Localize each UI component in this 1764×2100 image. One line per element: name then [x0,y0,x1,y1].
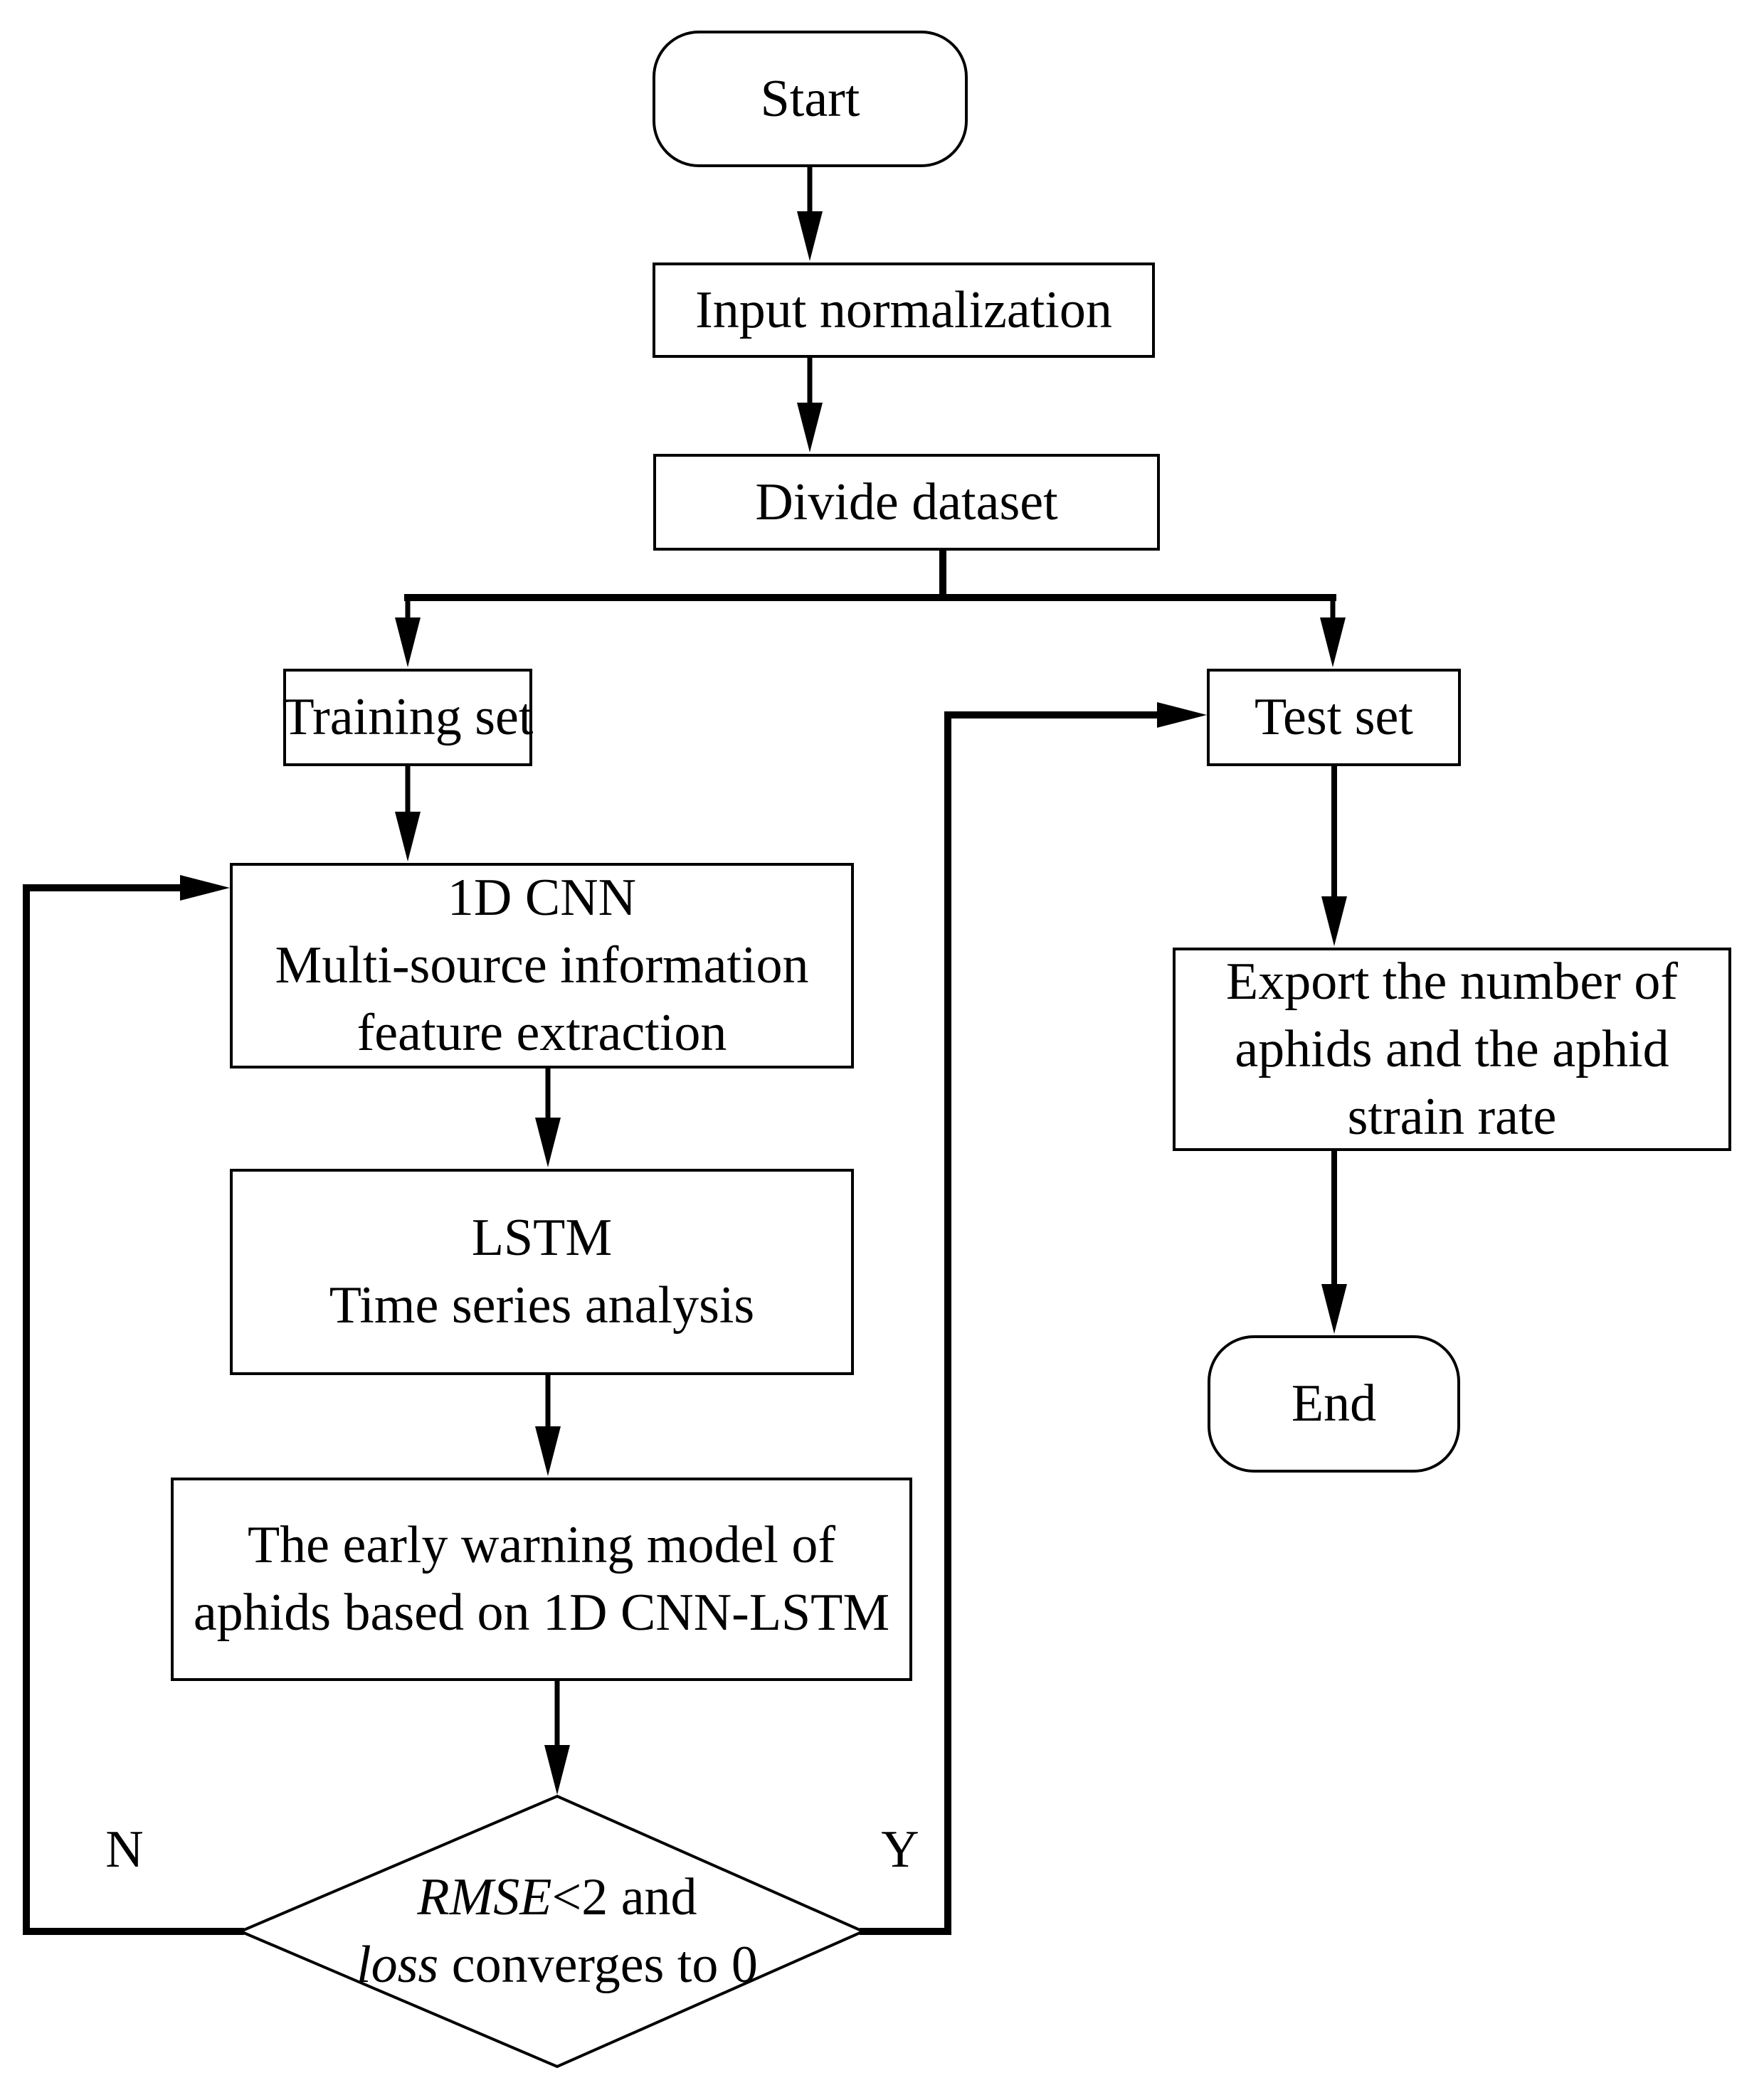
arrow-branch-to-training [395,598,421,667]
node-divide-dataset: Divide dataset [653,454,1160,551]
node-export-line-1: Export the number of [1226,952,1678,1011]
edge-label-n-text: N [105,1820,144,1879]
arrow-branch-to-test [1320,598,1346,667]
arrow-training-to-cnn [395,765,421,861]
node-lstm-label: LSTM Time series analysis [329,1204,754,1340]
node-divide-dataset-label: Divide dataset [755,472,1058,531]
node-1d-cnn-label: 1D CNN Multi-source information feature … [275,864,808,1067]
arrow-n-loop-to-cnn [23,875,244,1935]
decision-diamond-shape [236,1794,867,2069]
arrow-input-to-divide [797,356,823,452]
node-end: End [1208,1335,1460,1473]
node-1d-cnn-line-1: 1D CNN [447,869,637,927]
node-test-set: Test set [1207,669,1461,766]
node-end-label: End [1291,1374,1377,1433]
edge-label-y-text: Y [881,1820,919,1879]
edge-label-n: N [75,1814,174,1885]
node-export-results-label: Export the number of aphids and the aphi… [1226,948,1678,1151]
node-start: Start [653,31,968,167]
node-training-set-label: Training set [282,688,534,746]
arrow-warning-to-decision [544,1680,570,1795]
node-early-warning-line-1: The early warning model of [247,1516,836,1574]
node-lstm: LSTM Time series analysis [230,1169,854,1375]
node-early-warning-model-label: The early warning model of aphids based … [194,1512,889,1647]
node-export-results: Export the number of aphids and the aphi… [1173,948,1731,1151]
node-early-warning-line-2: aphids based on 1D CNN-LSTM [193,1584,890,1642]
arrow-test-to-export [1321,765,1347,946]
arrow-export-to-end [1321,1150,1347,1334]
node-1d-cnn: 1D CNN Multi-source information feature … [230,863,854,1068]
node-1d-cnn-line-3: feature extraction [357,1004,727,1062]
node-test-set-label: Test set [1255,688,1413,746]
node-training-set: Training set [282,669,534,766]
connector-branch-rail [404,549,1336,601]
node-early-warning-model: The early warning model of aphids based … [171,1478,912,1681]
node-lstm-line-2: Time series analysis [329,1276,755,1335]
edge-label-y: Y [850,1814,950,1885]
decision-line1-rest: <2 and [551,1868,697,1926]
decision-line2-rest: converges to 0 [438,1936,758,1994]
node-decision-label: RMSE<2 and loss converges to 0 [308,1853,806,2010]
node-start-label: Start [760,69,860,128]
node-export-line-3: strain rate [1347,1087,1557,1146]
decision-rmse-term: RMSE [417,1868,552,1926]
decision-condition-text: RMSE<2 and loss converges to 0 [357,1864,758,1999]
node-1d-cnn-line-2: Multi-source information [275,936,809,995]
node-input-normalization-label: Input normalization [695,280,1112,339]
node-lstm-line-1: LSTM [471,1209,613,1267]
arrow-start-to-input [797,166,823,261]
arrow-y-branch-to-test [860,702,1207,1935]
decision-condition-line-1: RMSE<2 and [357,1864,758,1931]
decision-condition-line-2: loss converges to 0 [357,1931,758,1999]
decision-loss-term: loss [357,1936,439,1994]
arrow-lstm-to-warning [535,1374,561,1476]
arrow-cnn-to-lstm [535,1067,561,1167]
node-export-line-2: aphids and the aphid [1235,1019,1669,1078]
node-input-normalization: Input normalization [653,262,1155,358]
